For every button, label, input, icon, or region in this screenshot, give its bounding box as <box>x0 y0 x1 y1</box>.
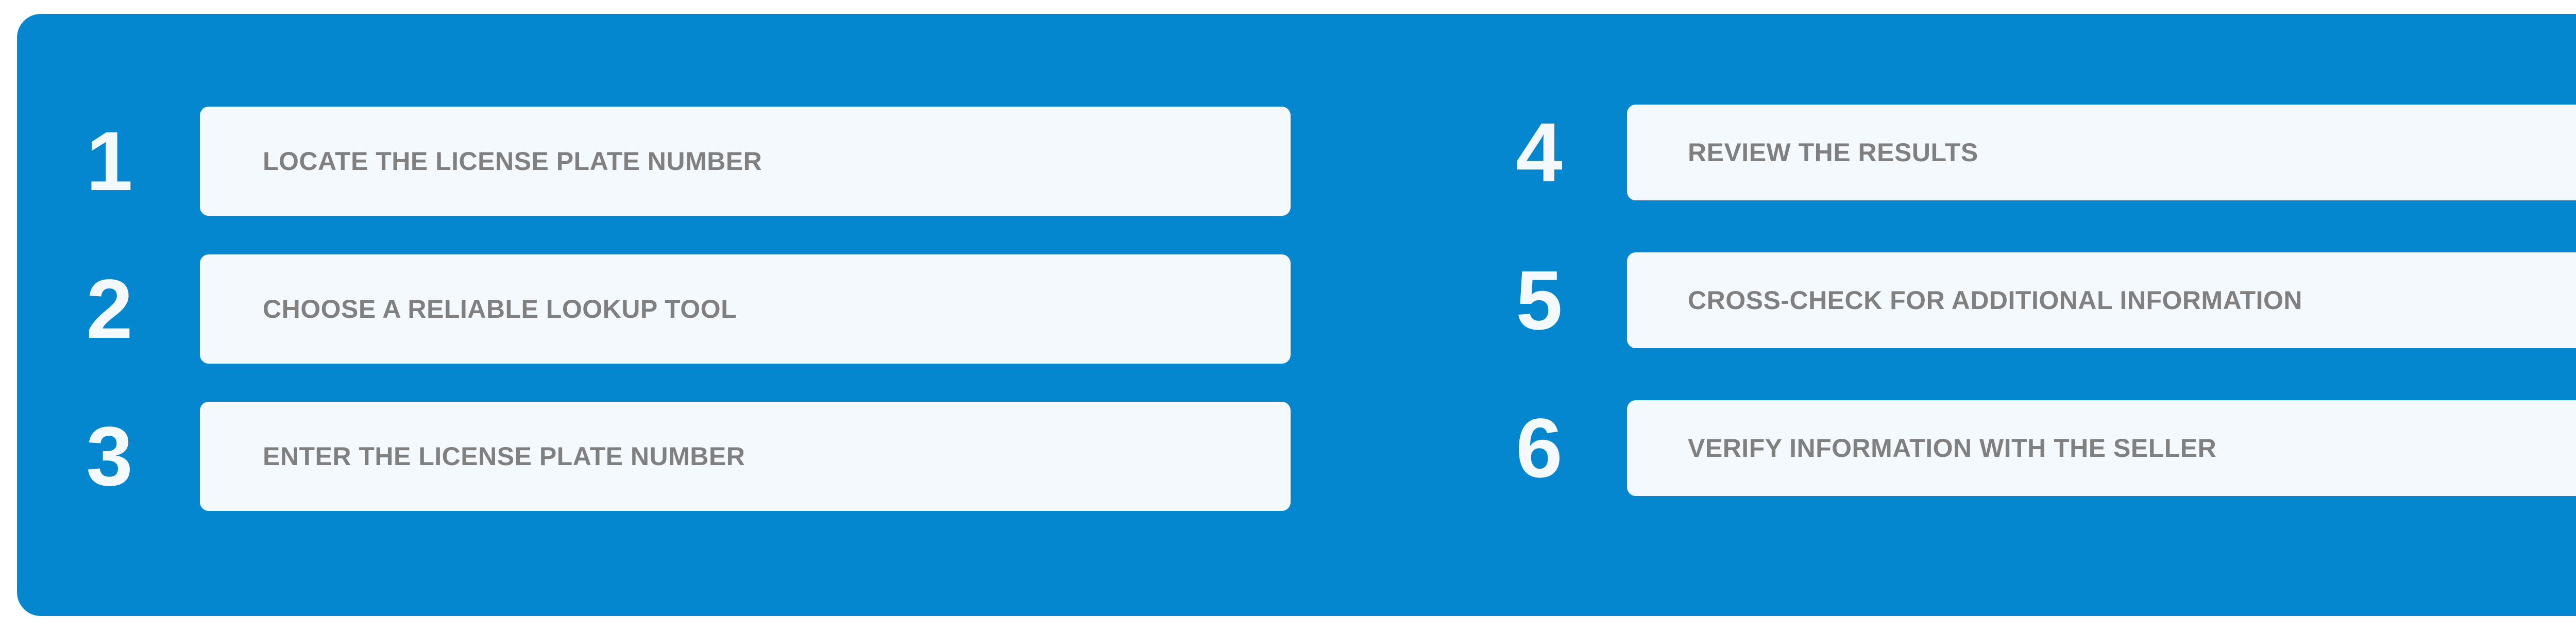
step-label-6: VERIFY INFORMATION WITH THE SELLER <box>1688 433 2217 463</box>
step-card-5[interactable]: CROSS-CHECK FOR ADDITIONAL INFORMATION <box>1627 252 2576 348</box>
step-row[interactable]: 3 ENTER THE LICENSE PLATE NUMBER <box>17 402 1291 511</box>
steps-panel: 1 LOCATE THE LICENSE PLATE NUMBER 2 CHOO… <box>17 14 2576 616</box>
step-row[interactable]: 4 REVIEW THE RESULTS <box>1449 98 2576 207</box>
step-label-5: CROSS-CHECK FOR ADDITIONAL INFORMATION <box>1688 285 2303 315</box>
step-label-3: ENTER THE LICENSE PLATE NUMBER <box>263 441 745 471</box>
step-label-1: LOCATE THE LICENSE PLATE NUMBER <box>263 146 762 176</box>
step-row[interactable]: 2 CHOOSE A RELIABLE LOOKUP TOOL <box>17 254 1291 364</box>
step-label-2: CHOOSE A RELIABLE LOOKUP TOOL <box>263 294 737 323</box>
step-number-6: 6 <box>1516 401 1563 495</box>
steps-column-right: 4 REVIEW THE RESULTS 5 CROSS-CHECK FOR A… <box>1449 14 2576 616</box>
step-number-5: 5 <box>1516 253 1563 347</box>
step-row[interactable]: 1 LOCATE THE LICENSE PLATE NUMBER <box>17 107 1291 216</box>
step-number-2: 2 <box>86 262 133 356</box>
step-row[interactable]: 5 CROSS-CHECK FOR ADDITIONAL INFORMATION <box>1449 246 2576 355</box>
step-card-3[interactable]: ENTER THE LICENSE PLATE NUMBER <box>200 402 1291 511</box>
step-card-2[interactable]: CHOOSE A RELIABLE LOOKUP TOOL <box>200 254 1291 364</box>
step-row[interactable]: 6 VERIFY INFORMATION WITH THE SELLER <box>1449 394 2576 503</box>
step-label-4: REVIEW THE RESULTS <box>1688 138 1978 167</box>
step-number-3: 3 <box>86 409 133 503</box>
step-number-4: 4 <box>1516 105 1563 199</box>
step-number-1: 1 <box>86 114 133 208</box>
steps-column-left: 1 LOCATE THE LICENSE PLATE NUMBER 2 CHOO… <box>17 14 1449 616</box>
step-card-4[interactable]: REVIEW THE RESULTS <box>1627 105 2576 200</box>
step-card-6[interactable]: VERIFY INFORMATION WITH THE SELLER <box>1627 400 2576 496</box>
step-card-1[interactable]: LOCATE THE LICENSE PLATE NUMBER <box>200 107 1291 216</box>
steps-columns: 1 LOCATE THE LICENSE PLATE NUMBER 2 CHOO… <box>17 14 2576 616</box>
